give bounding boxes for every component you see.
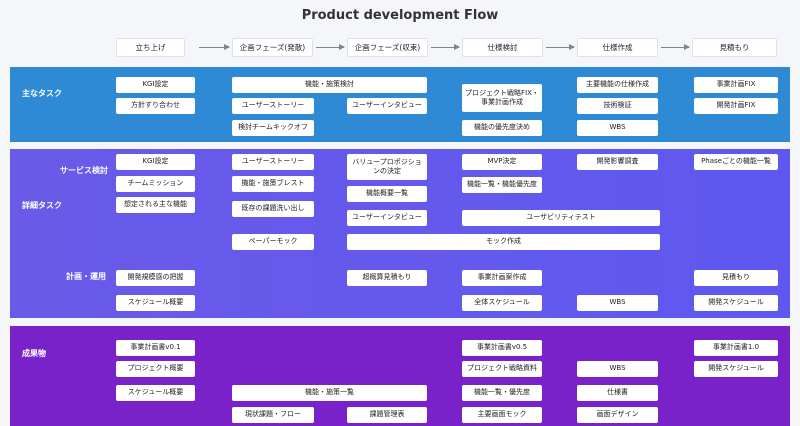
phase-ideation-diverge: 企画フェーズ(発散)	[232, 38, 313, 57]
box-schedule-overview-out: スケジュール概要	[116, 385, 195, 401]
sublabel-planning-ops: 計画・運用	[66, 272, 106, 281]
box-project-overview: プロジェクト概要	[116, 361, 195, 377]
box-mvp-decision: MVP決定	[462, 154, 542, 170]
box-dev-schedule-out: 開発スケジュール	[694, 361, 778, 377]
box-user-interview: ユーザーインタビュー	[347, 98, 427, 114]
box-rough-estimate: 超概算見積もり	[347, 270, 427, 286]
phase-estimate: 見積もり	[692, 38, 777, 57]
box-kgi-setting: KGI設定	[116, 77, 195, 93]
box-strategy-fix: プロジェクト戦略FIX・事業計画作成	[462, 84, 542, 112]
box-assumed-features: 想定される主な機能	[116, 197, 195, 213]
phase-spec-review: 仕様検討	[462, 38, 543, 57]
box-issue-listing: 既存の課題洗い出し	[232, 201, 314, 217]
box-priority-decision: 機能の優先度決め	[462, 120, 542, 136]
box-current-issue-flow: 現状課題・フロー	[232, 407, 314, 423]
box-bizplan-v10: 事業計画書1.0	[694, 340, 778, 356]
box-user-story-detail: ユーザーストーリー	[232, 154, 314, 170]
phase-ideation-converge: 企画フェーズ(収束)	[347, 38, 428, 57]
box-wbs-plan: WBS	[577, 295, 658, 311]
page-title: Product development Flow	[301, 8, 499, 23]
sublabel-service-review: サービス検討	[60, 166, 108, 175]
box-main-screen-mock: 主要画面モック	[462, 407, 542, 423]
box-feature-overview-list: 機能概要一覧	[347, 186, 427, 202]
box-project-strategy-doc: プロジェクト戦略資料	[462, 361, 542, 377]
box-paper-mock: ペーパーモック	[232, 234, 314, 250]
box-tech-validation: 技術検証	[577, 98, 658, 114]
arrow-icon	[431, 44, 460, 50]
box-user-story: ユーザーストーリー	[232, 98, 314, 114]
box-overall-schedule: 全体スケジュール	[462, 295, 542, 311]
box-wbs-out: WBS	[577, 361, 658, 377]
phase-spec-creation: 仕様作成	[577, 38, 658, 57]
box-bizplan-creation: 事業計画案作成	[462, 270, 542, 286]
box-dev-schedule: 開発スケジュール	[694, 295, 778, 311]
arrow-icon	[546, 44, 575, 50]
box-feature-priority-list: 機能一覧・機能優先度	[462, 177, 542, 193]
box-dev-impact: 開発影響調査	[577, 154, 658, 170]
box-bizplan-fix: 事業計画FIX	[694, 77, 778, 93]
band-label-detail-tasks: 詳細タスク	[22, 201, 62, 210]
box-issue-mgmt-table: 課題管理表	[347, 407, 427, 423]
box-value-proposition: バリュープロポジションの決定	[347, 154, 427, 180]
arrow-icon	[316, 44, 345, 50]
box-kgi-setting-detail: KGI設定	[116, 154, 195, 170]
box-dev-plan-fix: 開発計画FIX	[694, 98, 778, 114]
box-mock-creation: モック作成	[347, 234, 660, 250]
box-screen-design: 画面デザイン	[577, 407, 658, 423]
phase-launch: 立ち上げ	[116, 38, 185, 57]
box-feature-brainstorm: 機能・施策ブレスト	[232, 176, 314, 192]
box-team-kickoff: 検討チームキックオフ	[232, 120, 314, 136]
box-user-interview-detail: ユーザーインタビュー	[347, 210, 427, 226]
box-bizplan-v05: 事業計画書v0.5	[462, 340, 542, 356]
arrow-icon	[661, 44, 690, 50]
arrow-icon	[199, 44, 230, 50]
box-feature-list-priority: 機能一覧・優先度	[462, 385, 542, 401]
band-label-deliverables: 成果物	[22, 349, 46, 358]
band-label-main-tasks: 主なタスク	[22, 89, 62, 98]
box-dev-scale: 開発規模感の把握	[116, 270, 195, 286]
box-policy-meeting: 方針すり合わせ	[116, 98, 195, 114]
box-team-mission: チームミッション	[116, 176, 195, 192]
box-bizplan-v01: 事業計画書v0.1	[116, 340, 195, 356]
box-phase-feature-list: Phaseごとの機能一覧	[694, 154, 778, 170]
box-wbs: WBS	[577, 120, 658, 136]
box-main-feature-spec: 主要機能の仕様作成	[577, 77, 658, 93]
box-usability-test: ユーザビリティテスト	[462, 210, 660, 226]
box-feature-policy-review: 機能・施策検討	[232, 77, 427, 93]
box-spec-doc: 仕様書	[577, 385, 658, 401]
box-estimate: 見積もり	[694, 270, 778, 286]
box-schedule-overview: スケジュール概要	[116, 295, 195, 311]
box-feature-policy-list: 機能・施策一覧	[232, 385, 427, 401]
